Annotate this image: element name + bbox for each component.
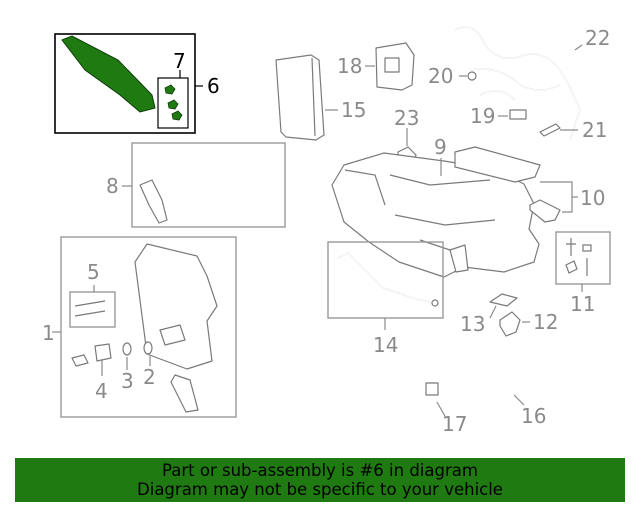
callout-19[interactable]: 19 [470, 104, 495, 128]
part-7-clip-b [167, 99, 179, 110]
part-19-connector [509, 109, 527, 120]
part-8-group[interactable]: 8 [106, 142, 286, 228]
part-12-valve [499, 311, 521, 337]
parts-diagram: 7 6 8 1 5 4 3 2 [42, 26, 611, 436]
callout-23[interactable]: 23 [394, 106, 419, 130]
callout-4[interactable]: 4 [95, 379, 108, 403]
fitment-notice-line-2: Diagram may not be specific to your vehi… [137, 480, 503, 499]
callout-13[interactable]: 13 [460, 312, 485, 336]
part-8-hose-upper [164, 149, 231, 187]
callout-11[interactable]: 11 [570, 292, 595, 316]
part-6-duct-cover [61, 35, 156, 113]
fitment-notice-line-1: Part or sub-assembly is #6 in diagram [162, 461, 478, 480]
callout-3[interactable]: 3 [121, 369, 134, 393]
part-1-box [60, 236, 237, 418]
callout-22[interactable]: 22 [585, 26, 610, 50]
part-16-group[interactable]: 16 [478, 359, 546, 428]
part-11-group[interactable]: 11 [555, 231, 611, 316]
part-8-bracket [139, 179, 168, 224]
part-12-group[interactable]: 12 [499, 310, 558, 337]
callout-16[interactable]: 16 [521, 404, 546, 428]
callout-17[interactable]: 17 [442, 412, 467, 436]
callout-8[interactable]: 8 [106, 174, 119, 198]
part-10-group[interactable]: 10 [454, 146, 605, 223]
callout-18[interactable]: 18 [337, 54, 362, 78]
part-8-box [131, 142, 286, 228]
part-18-group[interactable]: 18 [337, 42, 415, 91]
part-2-seal [143, 341, 153, 355]
part-9-hvac-housing [331, 152, 540, 278]
part-10-gasket [529, 199, 561, 223]
part-15-group[interactable]: 15 [275, 54, 366, 141]
part-13-group[interactable]: 13 [460, 293, 518, 336]
part-16-tube [478, 359, 519, 391]
callout-21[interactable]: 21 [582, 118, 607, 142]
part-1-group[interactable]: 1 5 4 3 2 [42, 236, 237, 418]
part-4-clip [94, 343, 112, 362]
part-9-group[interactable]: 9 [331, 135, 540, 278]
callout-6[interactable]: 6 [207, 74, 220, 98]
part-22-group[interactable]: 22 20 19 21 [428, 26, 610, 142]
part-1-lower-bracket [170, 374, 199, 413]
part-3-seal [122, 342, 132, 356]
part-7-clip-a [164, 84, 176, 95]
part-5-box [69, 291, 116, 328]
part-15-filter [275, 54, 325, 141]
callout-5[interactable]: 5 [87, 260, 100, 284]
part-11-box [555, 231, 611, 285]
callout-15[interactable]: 15 [341, 98, 366, 122]
callout-9[interactable]: 9 [434, 135, 447, 159]
fitment-notice-banner: Part or sub-assembly is #6 in diagram Di… [15, 458, 625, 502]
part-14-group[interactable]: 14 [327, 241, 444, 357]
callout-1[interactable]: 1 [42, 321, 55, 345]
callout-2[interactable]: 2 [143, 365, 156, 389]
callout-20[interactable]: 20 [428, 64, 453, 88]
part-7-clip-c [171, 110, 183, 121]
callout-10[interactable]: 10 [580, 186, 605, 210]
part-1-housing [134, 243, 218, 370]
part-13-seal [489, 293, 518, 307]
part-10-core [454, 146, 541, 183]
callout-12[interactable]: 12 [533, 310, 558, 334]
part-6-group[interactable]: 7 6 [54, 33, 220, 134]
part-17-group[interactable]: 17 [318, 336, 467, 436]
part-21-clip [539, 123, 561, 137]
part-20-screw [467, 71, 477, 81]
callout-7[interactable]: 7 [173, 49, 186, 73]
callout-14[interactable]: 14 [373, 333, 398, 357]
